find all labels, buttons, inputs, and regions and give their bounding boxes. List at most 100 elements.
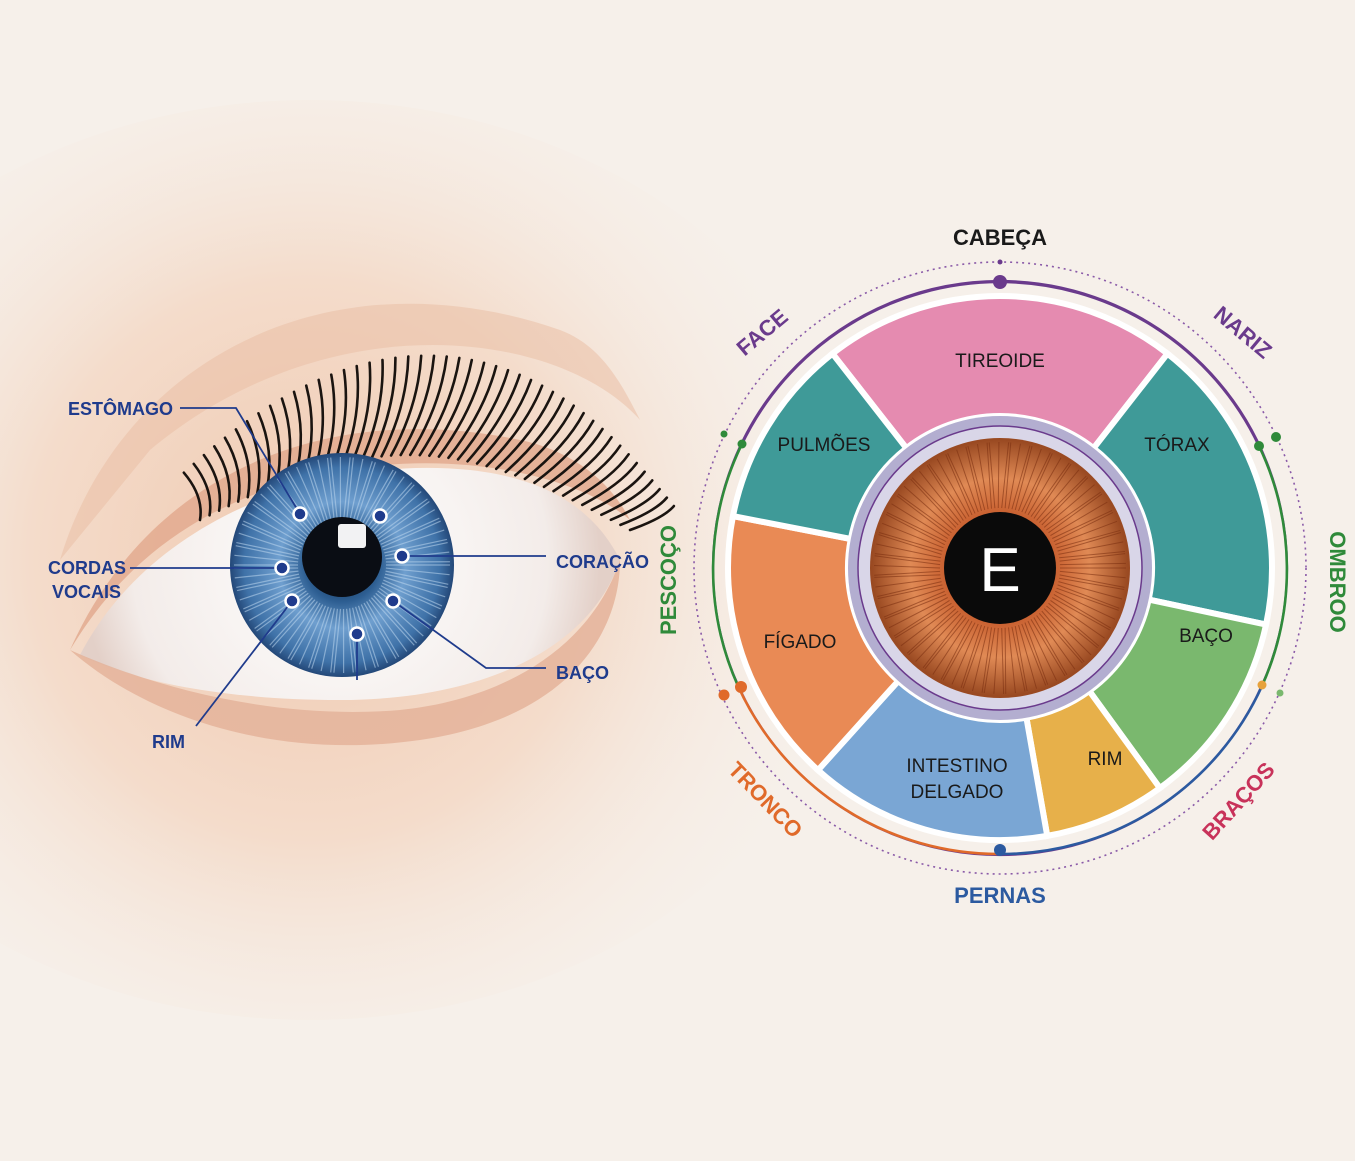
iris-fiber bbox=[349, 458, 364, 522]
iris-fiber bbox=[1001, 442, 1010, 509]
iris-fiber bbox=[1059, 570, 1126, 579]
iris-fiber bbox=[385, 567, 450, 576]
iris-fiber bbox=[878, 534, 942, 555]
iris-fiber bbox=[908, 610, 959, 656]
label-stomach: ESTÔMAGO bbox=[68, 398, 173, 419]
iris-fiber bbox=[1021, 623, 1047, 686]
iris-fiber bbox=[874, 564, 941, 569]
region-label-arms: BRAÇOS bbox=[1197, 757, 1279, 845]
iris-fiber bbox=[317, 459, 332, 523]
iris-fiber bbox=[243, 582, 303, 610]
iris-fiber bbox=[1014, 446, 1033, 511]
iris-fiber bbox=[1059, 553, 1126, 562]
iris-fiber bbox=[956, 449, 979, 513]
iris-fiber bbox=[951, 623, 979, 685]
iris-fiber bbox=[248, 587, 305, 621]
iris-fiber bbox=[997, 441, 1000, 509]
iris-fiber bbox=[1059, 574, 1125, 588]
iris-fiber bbox=[988, 442, 996, 509]
iris-fiber bbox=[254, 501, 307, 540]
iris-fiber bbox=[1056, 529, 1121, 549]
iris-fiber bbox=[885, 513, 945, 546]
iris-fiber bbox=[262, 595, 311, 639]
iris-fiber bbox=[926, 464, 964, 521]
iris-fiber bbox=[906, 608, 957, 654]
iris-fiber bbox=[269, 597, 314, 646]
iris-fiber bbox=[1021, 452, 1051, 513]
iris-fiber bbox=[877, 581, 942, 598]
iris-fiber bbox=[380, 517, 440, 545]
eyelash bbox=[418, 356, 461, 457]
iris-fiber bbox=[911, 477, 959, 526]
ring-dots bbox=[718, 259, 1284, 856]
iris-fiber bbox=[375, 592, 424, 637]
iris-fiber bbox=[878, 532, 943, 552]
region-label-shoulder: OMBROO bbox=[1325, 531, 1350, 632]
iris-fiber bbox=[1057, 584, 1120, 609]
eyelid-crease bbox=[60, 303, 640, 560]
iris-fiber bbox=[976, 443, 989, 510]
iris-fiber bbox=[967, 446, 986, 511]
iris-fiber bbox=[287, 471, 321, 528]
iris-fiber bbox=[945, 454, 973, 516]
iris-fiber bbox=[260, 493, 309, 538]
region-label-nose: NARIZ bbox=[1209, 301, 1277, 363]
iris-fiber bbox=[940, 620, 973, 680]
iris-fiber bbox=[383, 579, 443, 607]
iris-fiber bbox=[370, 484, 415, 533]
iris-fiber bbox=[947, 453, 976, 514]
iris-fiber bbox=[377, 501, 430, 540]
region-arcs bbox=[711, 280, 1289, 856]
iris-fiber bbox=[922, 615, 964, 669]
iris-fiber bbox=[1056, 587, 1119, 611]
eyelash bbox=[475, 378, 533, 465]
eyelash bbox=[561, 444, 622, 497]
region-label-head: CABEÇA bbox=[953, 225, 1047, 250]
iris-fiber bbox=[346, 608, 354, 673]
iris-fiber bbox=[896, 495, 950, 536]
iris-fiber bbox=[373, 491, 422, 535]
iris-fiber bbox=[1008, 627, 1016, 694]
iris-fiber bbox=[384, 576, 446, 598]
eye-callout-dots bbox=[274, 506, 410, 642]
iris-fiber bbox=[1058, 541, 1124, 555]
iris-fiber bbox=[1033, 617, 1068, 676]
iris-fiber bbox=[1055, 590, 1116, 620]
iris-fiber bbox=[239, 579, 301, 601]
iris-fiber bbox=[960, 624, 982, 688]
segment-label-spleen: BAÇO bbox=[1179, 626, 1233, 647]
iris-fiber bbox=[326, 457, 335, 522]
iris-fiber bbox=[1048, 493, 1103, 534]
eyelash bbox=[456, 368, 510, 461]
iris-fiber bbox=[252, 503, 306, 543]
iris-fiber bbox=[894, 602, 952, 639]
iris-fiber bbox=[244, 585, 304, 613]
iris-fiber bbox=[1027, 620, 1058, 681]
segment-label-intestine-1: INTESTINO bbox=[906, 756, 1007, 777]
segment-label-lungs: PULMÕES bbox=[778, 434, 871, 456]
iris-fiber bbox=[874, 574, 941, 578]
eyelash bbox=[202, 453, 222, 513]
label-heart: CORAÇÃO bbox=[556, 551, 649, 572]
iris-fiber bbox=[880, 587, 944, 609]
iris-fiber bbox=[1038, 613, 1083, 664]
iris-fiber bbox=[1030, 462, 1070, 517]
region-label-neck: PESCOÇO bbox=[656, 525, 681, 635]
iris-fiber bbox=[1055, 520, 1118, 546]
label-vocal-cords-2: VOCAIS bbox=[52, 582, 121, 602]
iris-fiber bbox=[1058, 581, 1123, 600]
iris-fiber bbox=[1027, 457, 1062, 516]
iris-fiber bbox=[330, 457, 338, 522]
iris-fiber bbox=[1059, 577, 1125, 590]
eye-callouts bbox=[130, 407, 546, 727]
iris-fiber bbox=[1046, 605, 1098, 649]
eyelash bbox=[213, 445, 231, 508]
eyelash bbox=[590, 470, 646, 512]
iris-fiber bbox=[981, 627, 992, 693]
eyelash bbox=[523, 411, 585, 481]
iris-fiber bbox=[893, 600, 950, 637]
iris-fiber bbox=[1046, 491, 1101, 531]
iris-fiber bbox=[363, 602, 397, 659]
segment-label-liver: FÍGADO bbox=[764, 632, 837, 653]
